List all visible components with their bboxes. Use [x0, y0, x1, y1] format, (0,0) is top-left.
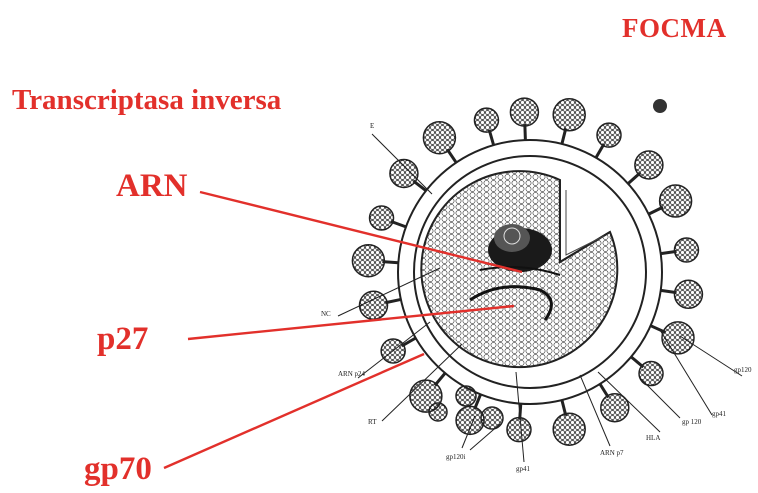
glycoprotein-knob [507, 418, 531, 442]
label-gp41-b: gp41 [712, 410, 727, 418]
focma-label: FOCMA [622, 15, 726, 42]
glycoprotein-knob [553, 99, 585, 131]
label-gp120-b: gp120 [734, 366, 752, 374]
free-glycoprotein [429, 403, 447, 421]
glycoprotein-knob [359, 291, 387, 319]
glycoprotein-knob [510, 98, 538, 126]
glycoprotein-knob [674, 238, 698, 262]
label-e: E [370, 122, 374, 130]
label-gp120i: gp120i [446, 453, 466, 461]
label-gp41-a: gp41 [516, 465, 531, 473]
glycoprotein-knob [390, 159, 418, 187]
label-gp120-a: gp 120 [682, 418, 702, 426]
glycoprotein-knob [639, 362, 663, 386]
arn-label: ARN [116, 170, 188, 203]
free-glycoprotein [456, 386, 476, 406]
shed-glycoprotein [653, 99, 667, 113]
glycoprotein-knob [352, 245, 384, 277]
glycoprotein-knob [662, 322, 694, 354]
glycoprotein-knob [660, 185, 692, 217]
glycoprotein-knob [674, 280, 702, 308]
gp70-label: gp70 [84, 453, 152, 486]
label-arn-p7: ARN p7 [600, 449, 624, 457]
free-glycoprotein [481, 407, 503, 429]
glycoprotein-knob [456, 406, 484, 434]
glycoprotein-knob [370, 206, 394, 230]
label-nc: NC [321, 310, 331, 318]
glycoprotein-knob [635, 151, 663, 179]
label-rt: RT [368, 418, 377, 426]
glycoprotein-knob [474, 108, 498, 132]
glycoprotein-knob [553, 413, 585, 445]
glycoprotein-knob [597, 123, 621, 147]
p27-label: p27 [97, 323, 148, 356]
transcriptasa-inversa-label: Transcriptasa inversa [12, 86, 281, 115]
glycoprotein-knob [423, 122, 455, 154]
label-hla: HLA [646, 434, 660, 442]
label-arn-p24: ARN p24 [338, 370, 366, 378]
